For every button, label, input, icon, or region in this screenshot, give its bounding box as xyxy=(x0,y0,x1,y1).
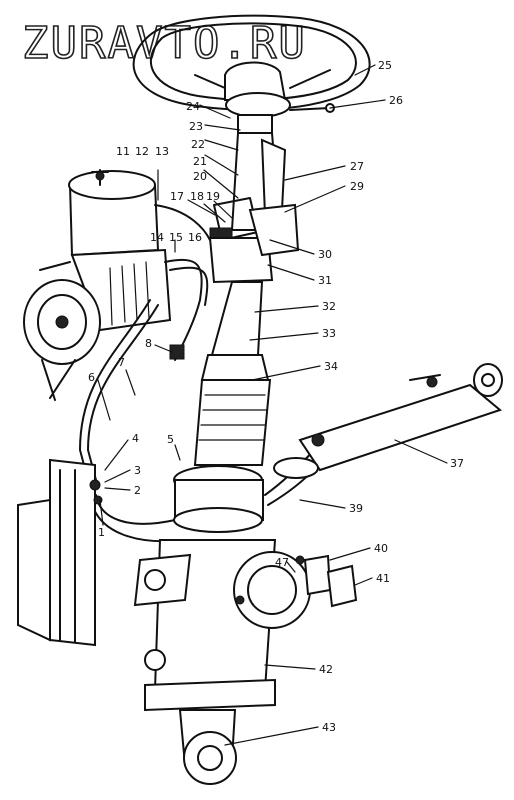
callout-41: 41 xyxy=(376,572,390,585)
callout-43: 43 xyxy=(322,721,336,734)
callout-6: 6 xyxy=(88,371,95,384)
callout-2: 2 xyxy=(134,484,141,497)
callout-18: 18 xyxy=(190,190,204,203)
callout-7: 7 xyxy=(118,356,125,369)
steering-hub xyxy=(225,92,291,118)
callout-27: 27 xyxy=(350,160,364,173)
callout-15: 15 xyxy=(169,231,183,244)
callout-21: 21 xyxy=(193,155,207,168)
callout-39: 39 xyxy=(349,502,363,515)
lock-nut xyxy=(326,564,358,608)
steering-gear-housing-upper xyxy=(208,237,274,284)
callout-19: 19 xyxy=(206,190,220,203)
callout-34: 34 xyxy=(324,360,338,373)
cylinder-eye xyxy=(473,363,503,397)
adjusting-screw xyxy=(303,554,332,596)
callout-23: 23 xyxy=(189,120,203,133)
callout-47: 47 xyxy=(275,556,289,569)
leader-lines xyxy=(97,64,448,746)
callout-5: 5 xyxy=(167,433,174,446)
watermark-text: ZURAVTO.RU xyxy=(22,18,307,69)
callout-12: 12 xyxy=(135,145,149,158)
callout-14: 14 xyxy=(150,231,164,244)
column-bracket xyxy=(260,138,287,217)
callout-37: 37 xyxy=(450,457,464,470)
horn-lever xyxy=(289,107,331,111)
callout-4: 4 xyxy=(132,432,139,445)
callout-32: 32 xyxy=(322,300,336,313)
callout-11: 11 xyxy=(116,145,130,158)
callout-13: 13 xyxy=(155,145,169,158)
callout-31: 31 xyxy=(318,274,332,287)
callout-16: 16 xyxy=(188,231,202,244)
callout-29: 29 xyxy=(350,180,364,193)
callout-25: 25 xyxy=(378,59,392,72)
boot-cover xyxy=(193,379,272,466)
callout-20: 20 xyxy=(193,170,207,183)
hydraulic-pump-assembly xyxy=(23,169,172,401)
callout-33: 33 xyxy=(322,327,336,340)
steering-gear-box xyxy=(133,465,358,785)
hose-clamp xyxy=(169,344,185,360)
callout-24: 24 xyxy=(186,100,200,113)
frame-bracket xyxy=(17,458,103,647)
reservoir-cap xyxy=(95,171,105,181)
callout-42: 42 xyxy=(319,663,333,676)
intermediate-shaft xyxy=(210,281,264,356)
power-cylinder xyxy=(273,363,503,479)
callout-17: 17 xyxy=(170,190,184,203)
callout-labels: 1 2 3 4 5 6 7 8 11 12 13 14 15 16 17 18 … xyxy=(88,59,464,734)
callout-8: 8 xyxy=(145,337,152,350)
callout-40: 40 xyxy=(374,542,388,555)
callout-26: 26 xyxy=(389,94,403,107)
callout-3: 3 xyxy=(134,464,141,477)
callout-30: 30 xyxy=(318,248,332,261)
cylinder-mount xyxy=(273,457,319,479)
upper-steering-column xyxy=(193,114,300,466)
steering-wheel xyxy=(132,14,371,118)
callout-1: 1 xyxy=(98,526,105,539)
callout-22: 22 xyxy=(191,138,205,151)
